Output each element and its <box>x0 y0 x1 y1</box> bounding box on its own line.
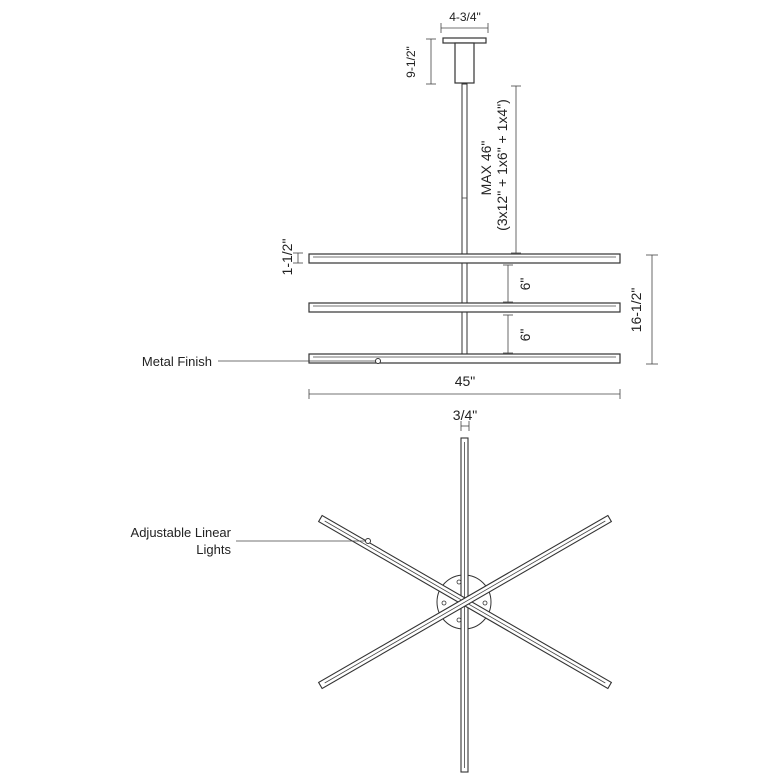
light-bar-bottom <box>308 353 621 364</box>
canopy-width-label: 4-3/4" <box>449 10 481 24</box>
top-light-bar-diagonal-b <box>317 514 613 690</box>
bar-depth-label: 3/4" <box>453 407 477 423</box>
spacing-top-label: 6" <box>517 278 533 291</box>
canopy-height-label: 9-1/2" <box>404 46 418 78</box>
overall-height-dimension: 16-1/2" <box>628 254 658 365</box>
max-drop-label: MAX 46" <box>478 141 494 196</box>
adjustable-lights-label-line1: Adjustable Linear <box>131 525 232 540</box>
overall-width-dimension: 45" <box>308 373 621 399</box>
side-view: 4-3/4" 9-1/2" MAX 46" (3x12" + 1x6" + 1x… <box>142 10 658 399</box>
bar-height-dimension: 1-1/2" <box>279 239 303 276</box>
metal-finish-label: Metal Finish <box>142 354 212 369</box>
adjustable-lights-callout: Adjustable Linear Lights <box>131 525 371 557</box>
overall-width-label: 45" <box>455 373 476 389</box>
canopy <box>442 37 487 84</box>
max-drop-dimension: MAX 46" (3x12" + 1x6" + 1x4") <box>478 85 521 254</box>
spacing-top-dimension: 6" <box>503 264 533 303</box>
spacing-bottom-dimension: 6" <box>503 314 533 354</box>
canopy-width-dimension: 4-3/4" <box>440 10 489 33</box>
rod-breakdown-label: (3x12" + 1x6" + 1x4") <box>494 99 510 231</box>
overall-height-label: 16-1/2" <box>628 288 644 333</box>
light-bar-top <box>308 253 621 264</box>
top-view: 3/4" Adjustable Linear <box>131 407 613 773</box>
adjustable-lights-label-line2: Lights <box>196 542 231 557</box>
metal-finish-callout: Metal Finish <box>142 354 381 369</box>
bar-height-label: 1-1/2" <box>279 239 295 276</box>
bar-depth-dimension: 3/4" <box>453 407 477 431</box>
spacing-bottom-label: 6" <box>517 329 533 342</box>
light-bar-middle <box>308 302 621 313</box>
canopy-height-dimension: 9-1/2" <box>404 38 436 85</box>
suspension-rod <box>461 83 468 355</box>
